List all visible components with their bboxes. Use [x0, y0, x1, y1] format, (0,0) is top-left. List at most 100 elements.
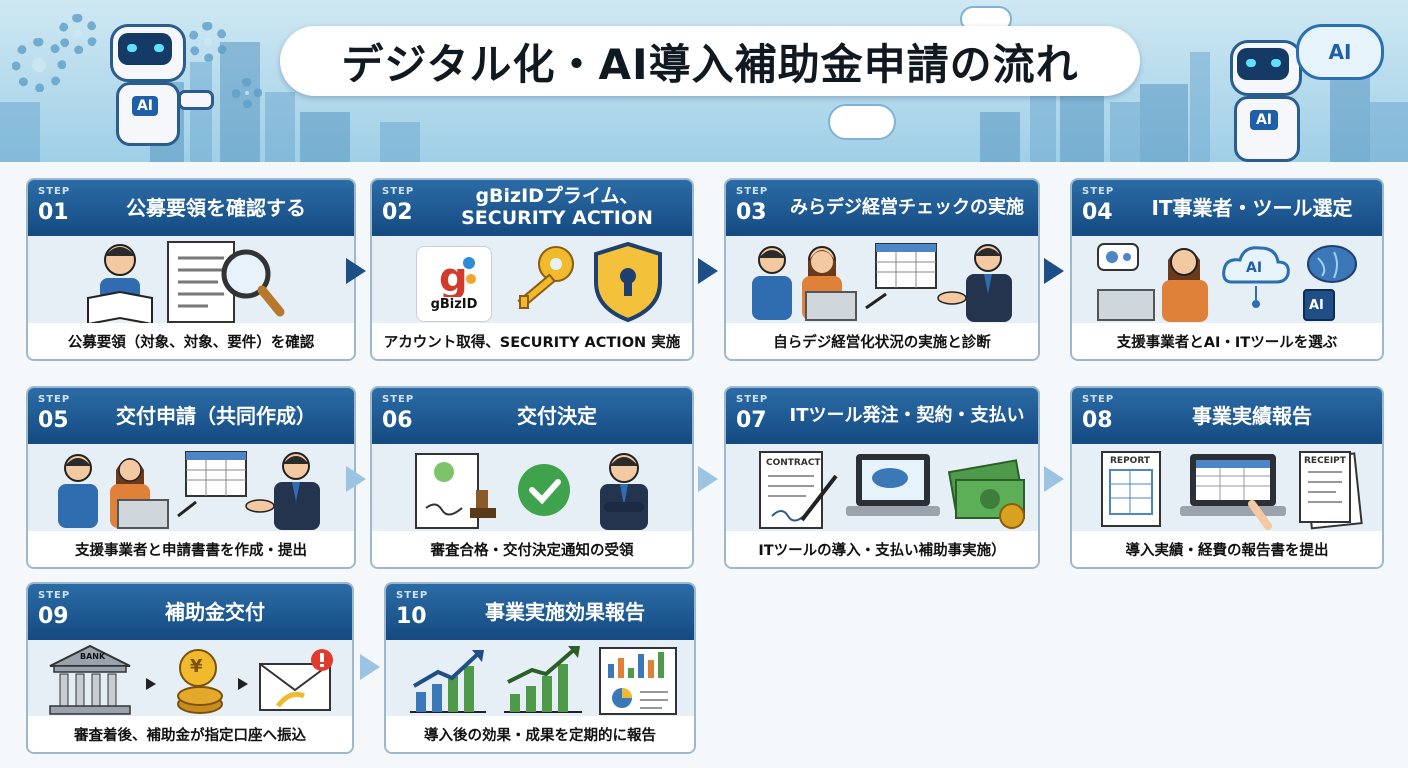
step-number: 04 [1082, 200, 1113, 225]
step-caption: 公募要領（対象、対象、要件）を確認 [28, 323, 354, 359]
step-header: STEP 04 IT事業者・ツール選定 [1072, 180, 1382, 236]
gear-bubble-icon [1097, 243, 1139, 271]
gbizid-logo-text: gBizID [430, 297, 478, 312]
step-label: STEP [1082, 394, 1115, 405]
step-card-07: STEP 07 ITツール発注・契約・支払い [724, 386, 1040, 569]
robot-ai-badge: AI [1250, 110, 1278, 130]
step-caption: アカウント取得、SECURITY ACTION 実施 [372, 323, 692, 359]
yen-coins-icon [177, 649, 223, 714]
step-title: 事業実施効果報告 [485, 599, 645, 624]
step-card-01: STEP 01 公募要領を確認する 公募要 [26, 178, 356, 361]
step-caption: 審査着後、補助金が指定口座へ振込 [28, 716, 352, 752]
robot-ai-badge: AI [132, 96, 158, 116]
step-header: STEP 07 ITツール発注・契約・支払い [726, 388, 1038, 444]
yen-symbol: ¥ [190, 656, 203, 677]
flow-arrow-icon [346, 258, 366, 284]
step-illustration [372, 446, 692, 532]
report-label: REPORT [1110, 456, 1150, 466]
receipt-label: RECEIPT [1304, 456, 1346, 466]
step-caption: ITツールの導入・支払い補助事実施） [726, 531, 1038, 567]
ai-cloud-icon: AI [1296, 24, 1384, 80]
step-caption: 自らデジ経営化状況の実施と診断 [726, 323, 1038, 359]
step-number: 05 [38, 408, 69, 433]
step-title: ITツール発注・契約・支払い [789, 404, 1025, 426]
growth-chart-icon [410, 650, 486, 713]
flow-arrow-icon [346, 466, 366, 492]
step-number: 10 [396, 604, 427, 629]
step-header: STEP 05 交付申請（共同作成） [28, 388, 354, 444]
svg-text:g: g [439, 255, 468, 297]
spreadsheet-icon [177, 451, 247, 518]
step-number: 08 [1082, 408, 1113, 433]
businessman-icon [600, 453, 648, 530]
step-illustration: BANK ¥ [28, 642, 352, 720]
step-header: STEP 01 公募要領を確認する [28, 180, 354, 236]
gear-icon [58, 14, 98, 54]
step-illustration: g gBizID [372, 238, 692, 324]
step-illustration: REPORT RECEIPT [1072, 446, 1382, 532]
gbizid-logo: g gBizID [416, 246, 492, 322]
step-illustration [28, 446, 354, 532]
step-label: STEP [736, 394, 769, 405]
step-label: STEP [396, 590, 429, 601]
step-label: STEP [38, 186, 71, 197]
step-number: 03 [736, 200, 767, 225]
step-header: STEP 02 gBizIDプライム、SECURITY ACTION [372, 180, 692, 236]
step-illustration [28, 238, 354, 324]
flow-arrow-icon [1044, 466, 1064, 492]
contract-icon [759, 451, 838, 529]
step-header: STEP 09 補助金交付 [28, 584, 352, 640]
step-title: 事業実績報告 [1192, 403, 1312, 428]
cloud-icon [828, 104, 896, 140]
step-caption: 審査合格・交付決定通知の受領 [372, 531, 692, 567]
step-title: gBizIDプライム、SECURITY ACTION [461, 185, 653, 229]
step-title: 交付決定 [517, 403, 597, 428]
step-card-02: STEP 02 gBizIDプライム、SECURITY ACTION g gBi… [370, 178, 694, 361]
step-number: 02 [382, 200, 413, 225]
brain-icon [1307, 245, 1357, 283]
receipt-icon [1299, 451, 1363, 530]
step-caption: 導入後の効果・成果を定期的に報告 [386, 716, 694, 752]
applicants-with-laptop-icon [58, 454, 169, 529]
step-card-10: STEP 10 事業実施効果報告 導入後の [384, 582, 696, 754]
step-number: 06 [382, 408, 413, 433]
step-header: STEP 06 交付決定 [372, 388, 692, 444]
applicant-reading-icon [87, 244, 153, 324]
step-caption: 支援事業者と申請書書を作成・提出 [28, 531, 354, 567]
ai-chip-label: AI [1309, 298, 1324, 313]
step-title: 交付申請（共同作成） [116, 403, 316, 428]
page-title: デジタル化・AI導入補助金申請の流れ [280, 26, 1140, 96]
gear-icon [232, 78, 262, 108]
growth-chart-icon [504, 646, 582, 713]
dashboard-chart-icon [599, 647, 677, 715]
step-card-06: STEP 06 交付決定 審査合格・交付決 [370, 386, 694, 569]
approved-document-stamp-icon [415, 453, 496, 529]
step-card-08: STEP 08 事業実績報告 [1070, 386, 1384, 569]
step-title: IT事業者・ツール選定 [1151, 195, 1353, 220]
step-label: STEP [736, 186, 769, 197]
step-caption: 支援事業者とAI・ITツールを選ぶ [1072, 323, 1382, 359]
step-header: STEP 03 みらデジ経営チェックの実施 [726, 180, 1038, 236]
step-illustration: AI AI [1072, 238, 1382, 324]
step-label: STEP [38, 394, 71, 405]
header-banner: AI デジタル化・AI導入補助金申請の流れ AI AI [0, 0, 1408, 162]
security-shield-icon [594, 241, 662, 323]
laptop-spreadsheet-icon [1180, 454, 1286, 530]
step-label: STEP [38, 590, 71, 601]
step-header: STEP 10 事業実施効果報告 [386, 584, 694, 640]
step-illustration: CONTRACT [726, 446, 1038, 532]
flow-arrow-icon [698, 258, 718, 284]
bank-label: BANK [80, 652, 106, 661]
spreadsheet-icon [865, 243, 937, 310]
step-card-04: STEP 04 IT事業者・ツール選定 [1070, 178, 1384, 361]
step-number: 01 [38, 200, 69, 225]
money-icon [947, 459, 1025, 529]
step-card-05: STEP 05 交付申請（共同作成） [26, 386, 356, 569]
step-label: STEP [382, 186, 415, 197]
step-number: 07 [736, 408, 767, 433]
flow-arrow-icon [1044, 258, 1064, 284]
flow-arrow-icon [360, 654, 380, 680]
step-label: STEP [1082, 186, 1115, 197]
ai-chip-icon [1303, 289, 1335, 321]
bank-icon [49, 644, 131, 715]
